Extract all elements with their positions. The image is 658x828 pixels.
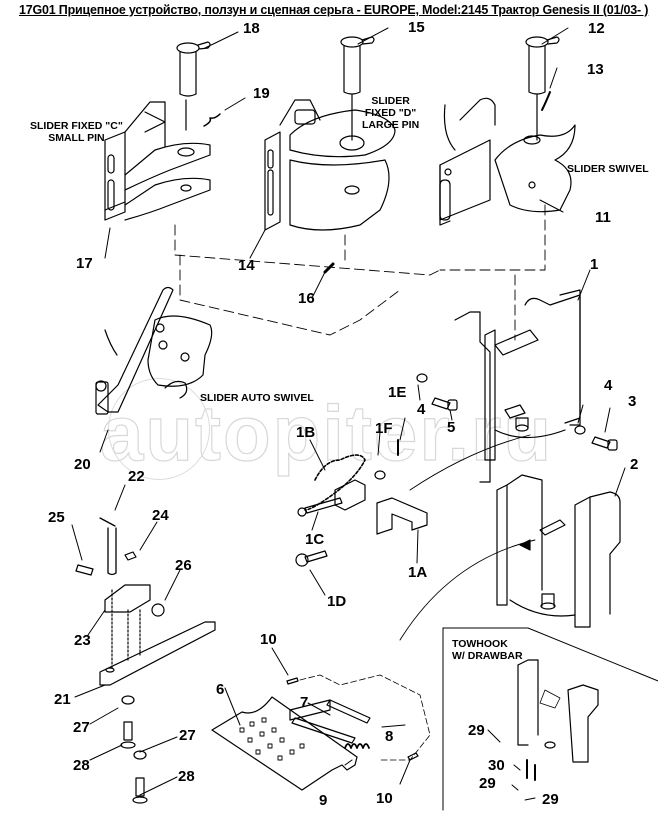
rod-8	[291, 699, 371, 744]
caption-line: TOWHOOK	[452, 638, 508, 650]
bolt-28b	[132, 777, 148, 804]
callout-14[interactable]: 14	[238, 257, 255, 274]
hitch-frame-2	[399, 474, 621, 641]
callout-29a[interactable]: 29	[468, 722, 485, 739]
washer-27b	[133, 750, 147, 760]
callout-8[interactable]: 8	[385, 728, 394, 745]
bolt-28a	[120, 721, 136, 749]
callout-21[interactable]: 21	[54, 691, 71, 708]
bolt-3	[591, 436, 618, 451]
hitch-frame-1	[454, 289, 581, 483]
callout-1A[interactable]: 1A	[408, 564, 428, 581]
clip-24	[124, 551, 137, 561]
towhook-inset	[442, 627, 658, 811]
bolt-5	[431, 397, 458, 411]
callout-27b[interactable]: 27	[179, 727, 196, 744]
pin-22	[99, 517, 117, 576]
caption-slider-fixed-c: SLIDER FIXED "C" SMALL PIN	[30, 120, 123, 144]
nut-26	[151, 603, 165, 617]
callout-16[interactable]: 16	[298, 290, 315, 307]
clip-13	[541, 91, 551, 111]
caption-line: W/ DRAWBAR	[452, 650, 523, 663]
callout-1F[interactable]: 1F	[375, 420, 393, 437]
bracket-23	[104, 584, 151, 613]
part-1a	[376, 497, 428, 535]
callout-1D[interactable]: 1D	[327, 593, 347, 610]
callout-10a[interactable]: 10	[260, 631, 277, 648]
callout-7[interactable]: 7	[300, 694, 309, 711]
callout-12[interactable]: 12	[588, 20, 605, 37]
caption-towhook: TOWHOOK W/ DRAWBAR	[452, 638, 523, 662]
bracket-1	[334, 479, 366, 511]
callout-1C[interactable]: 1C	[305, 531, 325, 548]
callout-28b[interactable]: 28	[178, 768, 195, 785]
pin-10a	[286, 677, 299, 685]
slider-fixed-c-17	[104, 101, 211, 221]
callout-26[interactable]: 26	[175, 557, 192, 574]
pin-1c	[297, 497, 343, 517]
callout-9[interactable]: 9	[319, 792, 328, 809]
callout-1B[interactable]: 1B	[296, 424, 316, 441]
callout-1[interactable]: 1	[590, 256, 599, 273]
callout-30[interactable]: 30	[488, 757, 505, 774]
slider-swivel-11	[439, 97, 576, 226]
callout-2[interactable]: 2	[630, 456, 639, 473]
spring-9	[344, 743, 370, 749]
pin-12	[525, 36, 560, 141]
callout-20[interactable]: 20	[74, 456, 91, 473]
caption-slider-swivel: SLIDER SWIVEL	[567, 163, 649, 175]
callout-29b[interactable]: 29	[479, 775, 496, 792]
callout-17[interactable]: 17	[76, 255, 93, 272]
callout-24[interactable]: 24	[152, 507, 169, 524]
callout-28a[interactable]: 28	[73, 757, 90, 774]
pin-18	[176, 41, 211, 131]
callout-29c[interactable]: 29	[542, 791, 559, 808]
pin-10b	[407, 752, 419, 761]
callout-6[interactable]: 6	[216, 681, 225, 698]
callout-19[interactable]: 19	[253, 85, 270, 102]
plate-6	[211, 696, 358, 791]
callout-15[interactable]: 15	[408, 19, 425, 36]
caption-line: SMALL PIN	[48, 132, 105, 145]
pin-15	[340, 36, 375, 141]
callout-1E[interactable]: 1E	[388, 384, 407, 401]
rod-7	[289, 699, 331, 721]
bolt-1d	[295, 550, 328, 567]
callout-4b[interactable]: 4	[604, 377, 613, 394]
caption-line: SLIDER FIXED "C"	[30, 120, 123, 132]
callout-23[interactable]: 23	[74, 632, 91, 649]
pin-16	[323, 262, 335, 274]
washer-4a	[416, 373, 428, 383]
callout-5[interactable]: 5	[447, 419, 456, 436]
leader-lines	[71, 27, 626, 801]
callout-11[interactable]: 11	[595, 209, 611, 226]
callout-27a[interactable]: 27	[73, 719, 90, 736]
clip-19	[203, 113, 221, 127]
slider-auto-swivel-20	[95, 286, 213, 415]
callout-18[interactable]: 18	[243, 20, 260, 37]
drawbar-21	[99, 589, 216, 686]
washer-1f	[374, 470, 386, 480]
caption-line: FIXED "D"	[364, 107, 417, 120]
slider-fixed-d-14	[264, 99, 396, 231]
callout-25[interactable]: 25	[48, 509, 65, 526]
caption-line: LARGE PIN	[362, 119, 420, 132]
caption-slider-auto-swivel: SLIDER AUTO SWIVEL	[200, 392, 314, 404]
washer-4b	[574, 425, 586, 435]
caption-line: SLIDER	[371, 95, 410, 107]
washer-27a	[121, 695, 135, 705]
callout-10b[interactable]: 10	[376, 790, 393, 807]
caption-slider-fixed-d: SLIDER FIXED "D" LARGE PIN	[362, 95, 419, 131]
assembly-dashes	[174, 204, 546, 341]
callout-13[interactable]: 13	[587, 61, 604, 78]
bolt-25	[75, 564, 94, 576]
diagram-title: 17G01 Прицепное устройство, ползун и сце…	[19, 3, 649, 17]
callout-3[interactable]: 3	[628, 393, 637, 410]
callout-22[interactable]: 22	[128, 468, 145, 485]
callout-4a[interactable]: 4	[417, 401, 426, 418]
